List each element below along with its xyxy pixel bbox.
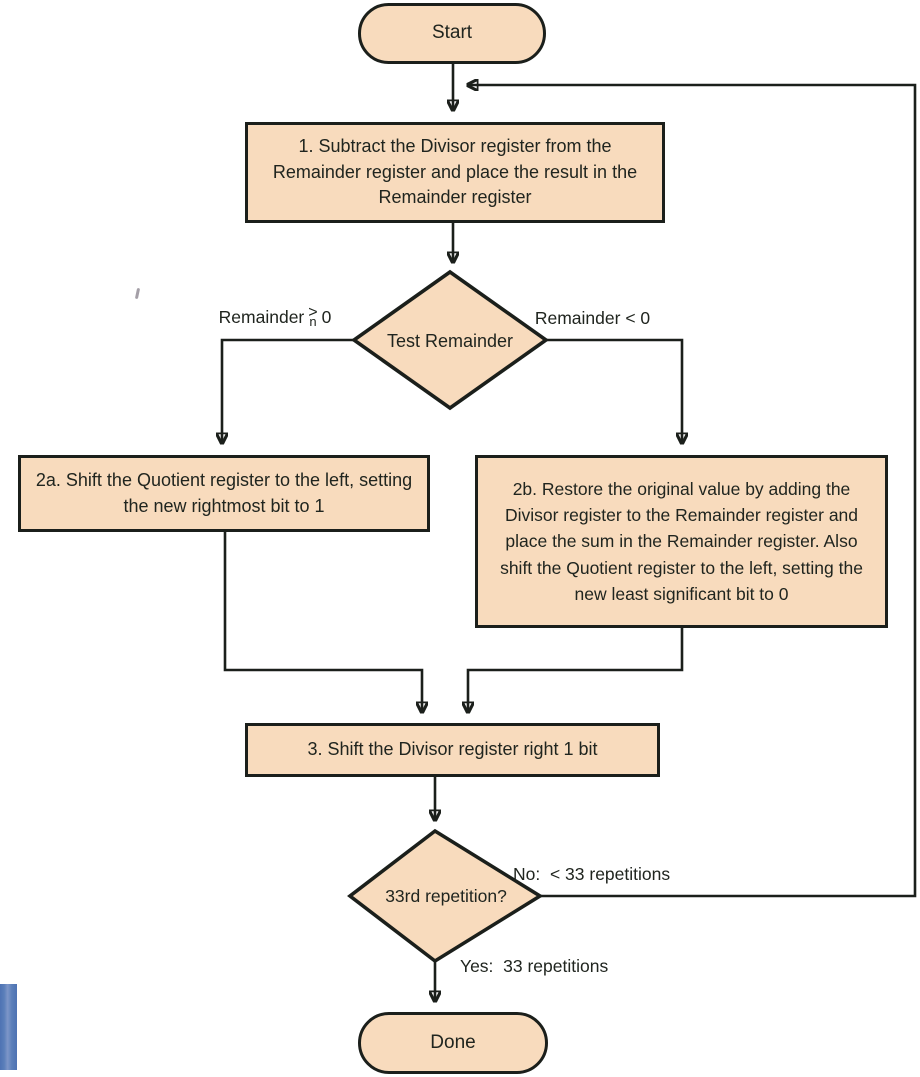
- edge-step2a-to-step3: [223, 532, 422, 712]
- remainder-ge-text-before: Remainder: [218, 306, 305, 327]
- ge-symbol-bottom: n: [309, 313, 317, 329]
- step2b-node: 2b. Restore the original value by adding…: [475, 455, 888, 628]
- test-remainder-diamond: [350, 269, 550, 411]
- remainder-lt-zero-label: Remainder < 0: [534, 307, 651, 328]
- step1-node: 1. Subtract the Divisor register from th…: [245, 122, 665, 223]
- blue-edge-artifact: [0, 984, 17, 1070]
- edge-no-loopback: [468, 85, 917, 898]
- edge-test-to-step2a: [222, 338, 354, 443]
- done-node: Done: [358, 1012, 548, 1074]
- remainder-ge-zero-label: Remainder > n 0: [200, 299, 350, 335]
- edge-test-to-step2b: [546, 338, 682, 443]
- start-node: Start: [358, 3, 546, 64]
- repetition-test-diamond: [347, 828, 544, 964]
- ge-stacked-symbol: > n: [308, 304, 318, 329]
- yes-branch-label: Yes: 33 repetitions: [460, 955, 609, 976]
- ge-symbol-top: >: [308, 304, 318, 322]
- remainder-ge-text-after: 0: [321, 306, 332, 327]
- edge-step2b-to-step3: [468, 628, 684, 712]
- step2a-node: 2a. Shift the Quotient register to the l…: [18, 455, 430, 532]
- step3-node: 3. Shift the Divisor register right 1 bi…: [245, 723, 660, 777]
- no-branch-label: No: < 33 repetitions: [513, 863, 671, 884]
- repetition-test-label: 33rd repetition?: [385, 885, 507, 906]
- test-remainder-label: Test Remainder: [386, 330, 514, 351]
